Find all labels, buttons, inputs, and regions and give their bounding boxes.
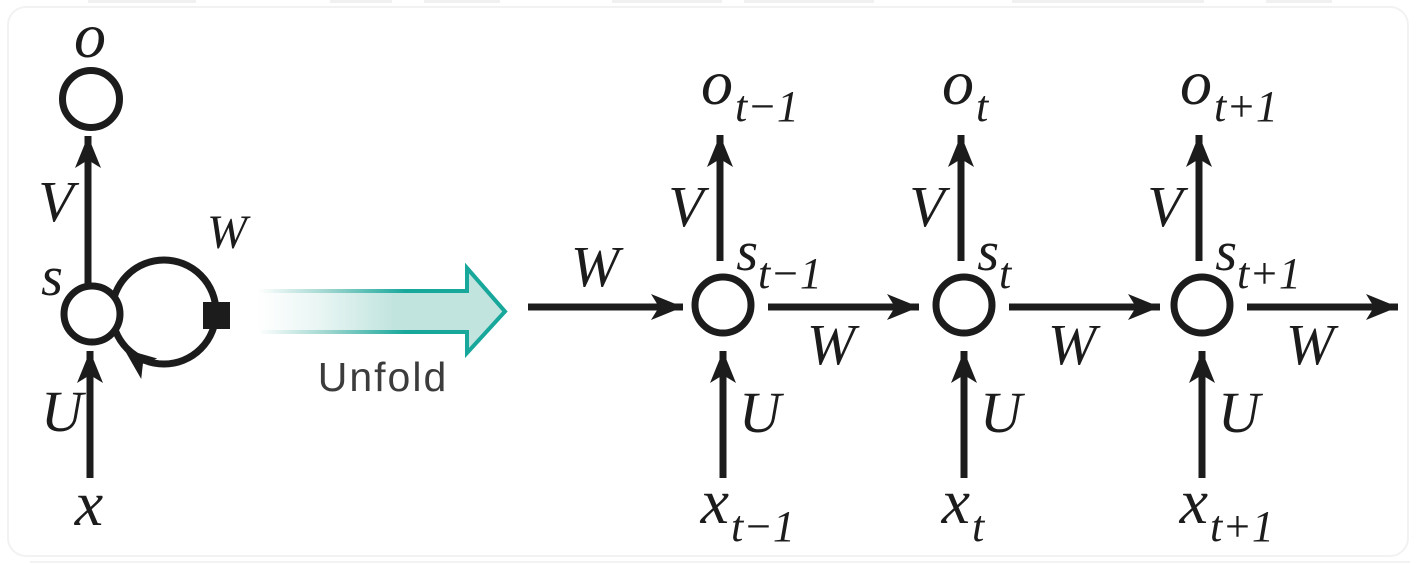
folded-output-node [59,67,123,131]
folded-u-label: U [41,379,87,444]
output-subscript: t−1 [735,82,799,131]
folded-state-label: s [41,246,63,308]
input-label: x [1179,466,1208,537]
state-label: s [1215,221,1237,283]
top-edge-crop-marks [88,0,1332,3]
state-label: s [736,221,758,283]
state-subscript: t [999,249,1013,298]
folded-rnn: o V W s U x [38,0,251,539]
state-subscript: t−1 [758,249,822,298]
folded-v-label: V [38,169,80,234]
input-subscript: t [972,502,986,551]
input-subscript: t−1 [731,502,795,551]
v-label: V [668,174,710,239]
folded-state-node [60,282,124,346]
self-loop-arrowhead-icon [124,349,158,379]
state-node [1170,273,1234,337]
bottom-edge-crop-mark [30,561,1410,563]
timestep-t-plus-1: o t+1 V s t+1 W U x t+1 [1147,47,1398,551]
timestep-t-minus-1: o t−1 V s t−1 W U x t−1 [668,47,919,551]
output-label: o [1180,47,1212,118]
state-node [932,273,996,337]
output-label: o [701,47,733,118]
v-label: V [909,174,951,239]
state-node [691,273,755,337]
input-label: x [700,466,729,537]
u-label: U [1218,380,1264,445]
u-label: U [739,380,785,445]
state-subscript: t+1 [1237,249,1301,298]
input-subscript: t+1 [1210,502,1274,551]
folded-output-label: o [74,0,106,71]
v-label: V [1147,174,1189,239]
output-label: o [942,47,974,118]
incoming-w-label: W [571,234,624,299]
input-label: x [941,466,970,537]
output-subscript: t [976,82,990,131]
w-label: W [1048,312,1101,377]
folded-w-label: W [207,206,251,259]
folded-input-label: x [74,468,103,539]
output-subscript: t+1 [1214,82,1278,131]
unfold-label: Unfold [318,354,449,400]
u-label: U [980,380,1026,445]
w-label: W [1286,312,1339,377]
unfolded-rnn: W o t−1 V s t−1 W U x t−1 o t V s t [528,47,1398,551]
unfold-transition: Unfold [256,262,508,400]
recurrent-delay-square [203,302,230,329]
w-label: W [807,312,860,377]
unfold-arrow-icon [256,262,508,359]
state-label: s [977,221,999,283]
timestep-t: o t V s t W U x t [909,47,1160,551]
